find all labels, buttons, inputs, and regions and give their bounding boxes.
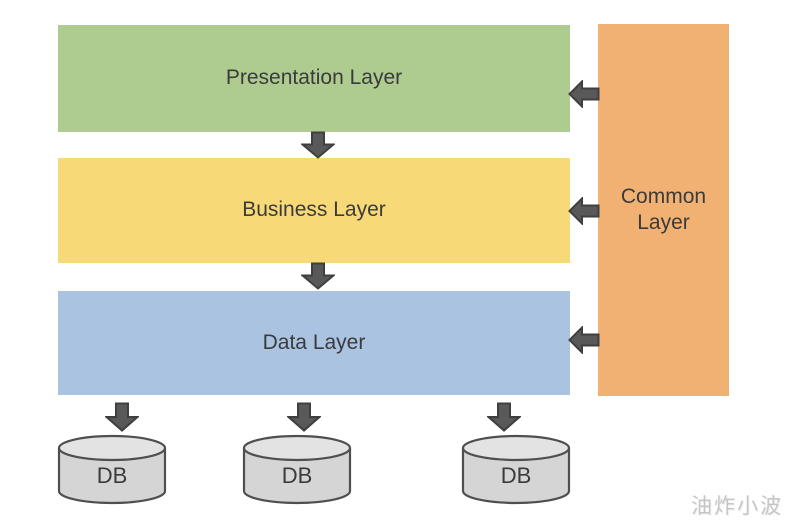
data-layer-label: Data Layer [262, 330, 366, 354]
database-2: DB [242, 434, 352, 506]
database-cylinder-icon [57, 434, 167, 505]
arrow-left-common-to-presentation-icon [568, 80, 600, 108]
common-layer-label: Common Layer [620, 184, 707, 234]
database-2-label: DB [281, 463, 313, 488]
arrow-down-data-to-db2-icon [287, 402, 321, 432]
presentation-layer-box: Presentation Layer [58, 25, 570, 132]
database-cylinder-icon [242, 434, 352, 505]
arrow-left-common-to-business-icon [568, 197, 600, 225]
database-cylinder-icon [461, 434, 571, 505]
presentation-layer-label: Presentation Layer [225, 66, 403, 90]
arrow-down-presentation-to-business-icon [301, 131, 335, 159]
database-3: DB [461, 434, 571, 506]
arrow-down-data-to-db3-icon [487, 402, 521, 432]
common-layer-box: Common Layer [598, 24, 729, 396]
database-1: DB [57, 434, 167, 506]
arrow-down-business-to-data-icon [301, 262, 335, 290]
arrow-down-data-to-db1-icon [105, 402, 139, 432]
database-3-label: DB [500, 463, 532, 488]
data-layer-box: Data Layer [58, 291, 570, 395]
database-1-label: DB [96, 463, 128, 488]
business-layer-box: Business Layer [58, 158, 570, 263]
arrow-left-common-to-data-icon [568, 326, 600, 354]
watermark: 油炸小波 [691, 495, 783, 518]
business-layer-label: Business Layer [242, 198, 386, 222]
